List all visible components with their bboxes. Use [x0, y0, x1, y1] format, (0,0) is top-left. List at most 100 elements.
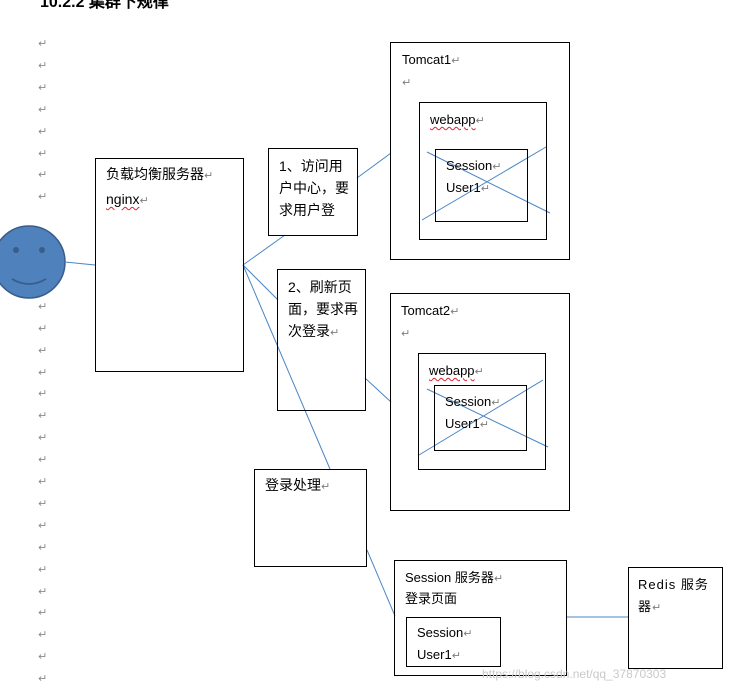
tomcat2-session-box: Session↵ User1↵ — [434, 385, 527, 451]
paragraph-mark: ↵ — [480, 183, 490, 195]
paragraph-mark: ↵ — [38, 59, 48, 72]
paragraph-mark: ↵ — [463, 628, 473, 640]
paragraph-mark: ↵ — [38, 147, 48, 160]
session-server-inner-box: Session↵ User1↵ — [406, 617, 501, 667]
tomcat1-box: Tomcat1↵ ↵ — [390, 42, 570, 260]
paragraph-mark: ↵ — [491, 397, 501, 409]
tomcat1-webapp-text: webapp — [430, 112, 476, 127]
paragraph-mark: ↵ — [38, 366, 48, 379]
login-text-content: 登录处理 — [265, 477, 321, 493]
paragraph-mark: ↵ — [38, 454, 48, 467]
paragraph-mark: ↵ — [38, 519, 48, 532]
step2-text: 2、刷新页面，要求再次登录↵ — [288, 276, 362, 344]
paragraph-mark: ↵ — [475, 115, 485, 127]
load-balancer-sub: nginx↵ — [106, 189, 149, 212]
login-text: 登录处理↵ — [265, 475, 330, 498]
paragraph-mark: ↵ — [38, 629, 48, 642]
tomcat2-webapp-box: webapp↵ — [418, 353, 546, 470]
tomcat2-title-text: Tomcat2 — [401, 303, 451, 318]
tomcat1-cross-b — [421, 146, 547, 221]
paragraph-mark: ↵ — [38, 563, 48, 576]
paragraph-mark: ↵ — [451, 650, 461, 662]
load-balancer-nginx-text: nginx — [106, 191, 140, 207]
tomcat2-webapp-label: webapp↵ — [429, 360, 484, 383]
tomcat2-box: Tomcat2↵ ↵ — [390, 293, 570, 511]
tomcat1-user-label: User1↵ — [446, 177, 490, 200]
redis-text-content: Redis 服务器 — [638, 577, 709, 614]
tomcat2-session-label: Session↵ — [445, 391, 500, 414]
tomcat1-session-text: Session — [446, 158, 493, 173]
tomcat2-title: Tomcat2↵ — [401, 300, 459, 323]
paragraph-mark: ↵ — [38, 651, 48, 664]
load-balancer-title-text: 负载均衡服务器 — [106, 166, 204, 182]
paragraph-mark: ↵ — [38, 607, 48, 620]
connector-smiley-nginx — [64, 261, 96, 266]
paragraph-mark: ↵ — [38, 432, 48, 445]
paragraph-mark: ↵ — [330, 327, 340, 339]
tomcat2-user-text: User1 — [445, 416, 480, 431]
paragraph-mark: ↵ — [38, 169, 48, 182]
tomcat1-title: Tomcat1↵ — [402, 49, 460, 72]
paragraph-mark: ↵ — [321, 481, 331, 493]
step2-box: 2、刷新页面，要求再次登录↵ — [277, 269, 366, 411]
step1-text: 1、访问用户中心，要求用户登 — [279, 158, 349, 218]
tomcat2-session-text: Session — [445, 394, 492, 409]
paragraph-mark: ↵ — [38, 344, 48, 357]
paragraph-mark: ↵ — [38, 38, 48, 50]
paragraph-mark: ↵ — [493, 573, 504, 585]
paragraph-mark: ↵ — [38, 191, 48, 204]
connector-step1-tomcat1 — [356, 152, 392, 179]
smiley-icon — [0, 225, 66, 299]
watermark: https://blog.csdn.net/qq_37870303 — [482, 667, 667, 681]
paragraph-mark: ↵ — [38, 541, 48, 554]
session-server-session-text: Session — [417, 625, 464, 640]
tomcat1-session-label: Session↵ — [446, 155, 501, 178]
tomcat2-cross-b — [418, 379, 544, 456]
session-server-title-text: Session 服务器 — [405, 570, 494, 585]
connector-nginx-step2 — [242, 264, 279, 301]
tomcat2-cross-a — [426, 388, 549, 448]
paragraph-mark: ↵ — [38, 585, 48, 598]
tomcat2-webapp-text: webapp — [429, 363, 475, 378]
tomcat1-user-text: User1 — [446, 180, 481, 195]
paragraph-mark: ↵ — [474, 366, 484, 378]
paragraph-mark: ↵ — [402, 77, 412, 89]
paragraph-mark: ↵ — [479, 419, 489, 431]
tomcat1-webapp-label: webapp↵ — [430, 109, 485, 132]
tomcat1-webapp-box: webapp↵ — [419, 102, 547, 240]
session-server-box: Session 服务器↵ 登录页面 — [394, 560, 567, 676]
redis-text: Redis 服务器↵ — [638, 574, 718, 619]
tomcat1-session-box: Session↵ User1↵ — [435, 149, 528, 222]
paragraph-mark: ↵ — [204, 170, 214, 182]
session-server-user-label: User1↵ — [417, 644, 461, 667]
session-server-sub: 登录页面 — [405, 591, 458, 606]
step1-box: 1、访问用户中心，要求用户登 — [268, 148, 358, 236]
tomcat2-user-label: User1↵ — [445, 413, 489, 436]
paragraph-mark: ↵ — [38, 673, 48, 686]
login-box: 登录处理↵ — [254, 469, 367, 567]
paragraph-mark: ↵ — [38, 81, 48, 94]
load-balancer-title: 负载均衡服务器↵ — [106, 164, 213, 187]
session-server-title: Session 服务器↵ — [405, 567, 503, 590]
paragraph-mark: ↵ — [38, 300, 48, 313]
paragraph-mark: ↵ — [401, 328, 411, 340]
connector-nginx-login — [242, 264, 331, 470]
redis-box: Redis 服务器↵ — [628, 567, 723, 669]
paragraph-mark: ↵ — [38, 322, 48, 335]
paragraph-mark: ↵ — [38, 476, 48, 488]
paragraph-mark: ↵ — [38, 388, 48, 401]
paragraph-mark: ↵ — [652, 602, 663, 614]
paragraph-mark: ↵ — [450, 306, 460, 318]
step2-text-content: 2、刷新页面，要求再次登录 — [288, 279, 358, 339]
tomcat1-title-text: Tomcat1 — [402, 52, 452, 67]
connector-login-session — [366, 549, 396, 617]
session-server-user-text: User1 — [417, 647, 452, 662]
section-heading: 10.2.2 集群下规律 — [40, 0, 169, 11]
connector-step2-tomcat2 — [364, 377, 392, 403]
connector-nginx-step1 — [242, 234, 286, 266]
paragraph-mark: ↵ — [38, 497, 48, 510]
paragraph-mark: ↵ — [38, 103, 48, 116]
paragraph-mark: ↵ — [38, 125, 48, 138]
